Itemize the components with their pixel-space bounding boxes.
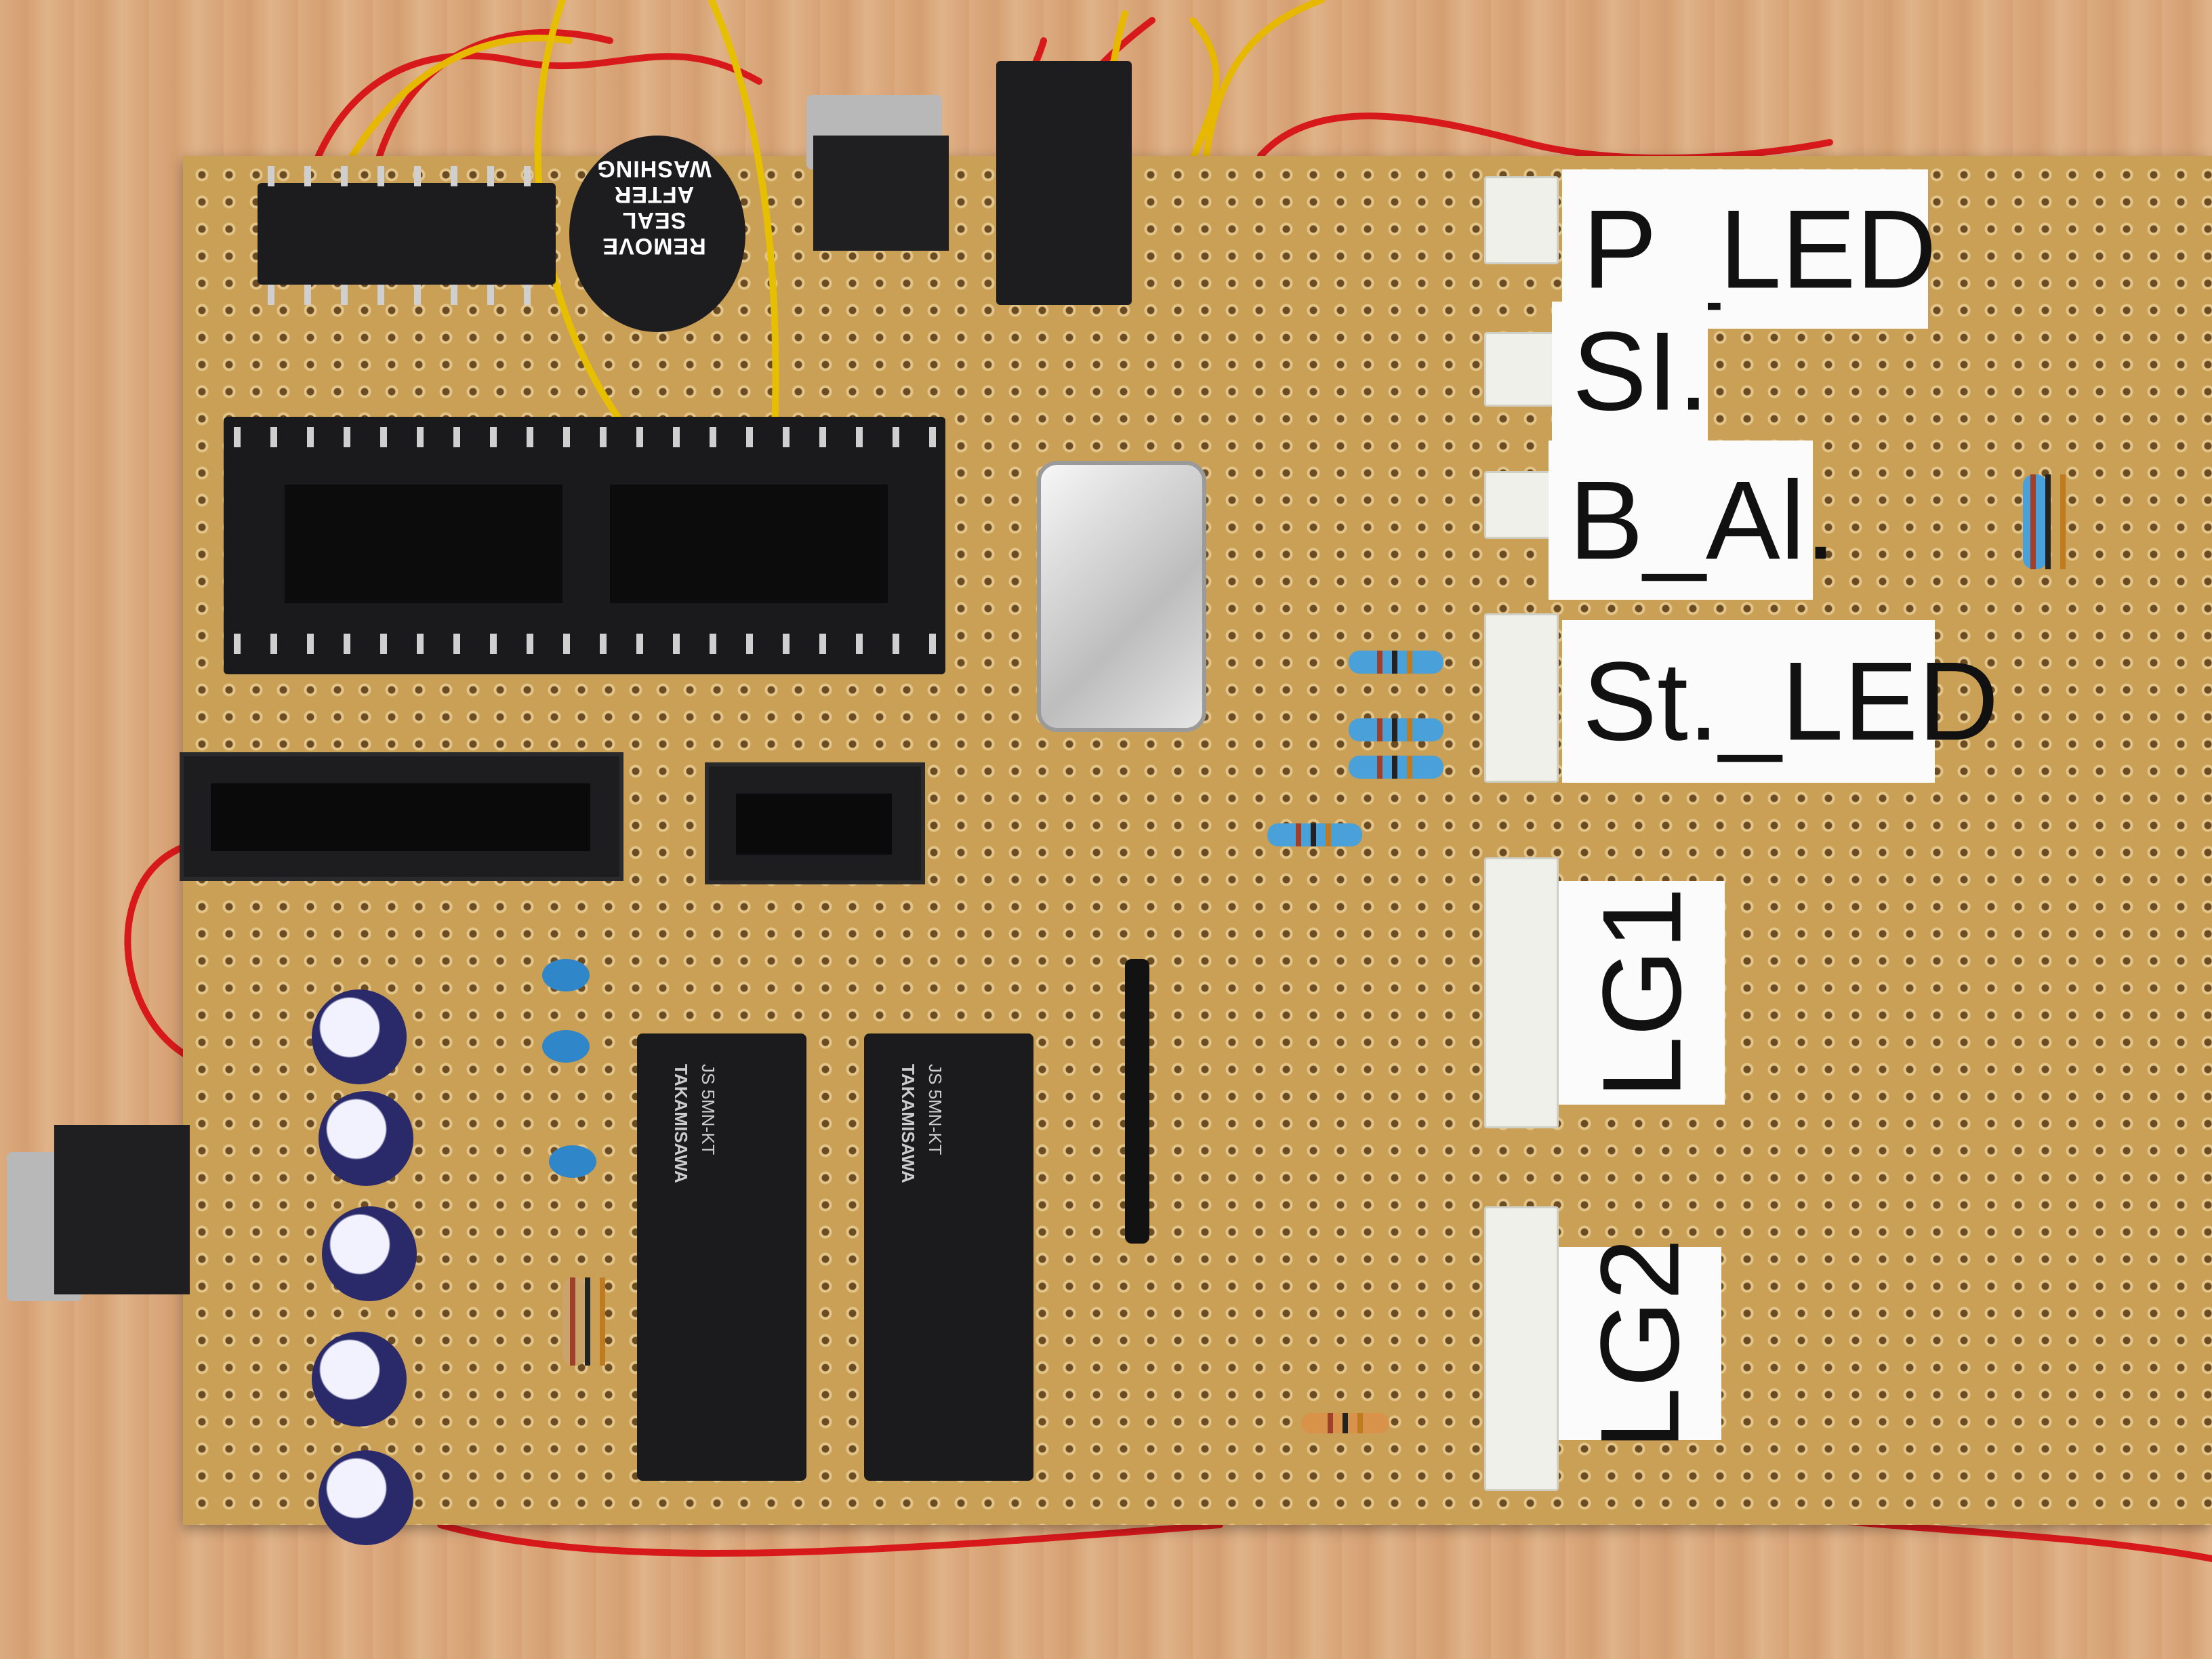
dip40-socket — [224, 417, 945, 674]
yellow-wire — [349, 35, 573, 159]
label-b-al: B_Al. — [1549, 441, 1836, 600]
label-text: St._LED — [1582, 638, 1999, 764]
red-wire — [315, 52, 762, 159]
electrolytic-capacitor — [319, 1450, 413, 1545]
label-text: SI. — [1572, 308, 1709, 433]
resistor — [2023, 474, 2047, 569]
relay — [637, 1033, 806, 1481]
electrolytic-capacitor — [319, 1091, 413, 1186]
label-st-led: St._LED — [1562, 620, 1999, 783]
jst-connector — [1484, 1206, 1559, 1491]
resistor — [1349, 651, 1443, 674]
label-text: LG2 — [1577, 1237, 1702, 1450]
crystal-oscillator — [1037, 461, 1206, 732]
jst-connector — [1484, 471, 1559, 539]
resistor — [1349, 718, 1443, 741]
ceramic-capacitor — [542, 1030, 590, 1063]
red-wire — [124, 844, 193, 1061]
label-lg2: LG2 — [1559, 1238, 1721, 1449]
relay-brand: TAKAMISAWA — [671, 1064, 691, 1183]
dip-ic-chip — [258, 183, 556, 285]
resistor — [562, 1277, 587, 1366]
socket-opening — [610, 485, 888, 603]
red-wire — [1257, 112, 1833, 162]
label-text: B_Al. — [1569, 457, 1837, 582]
buzzer-seal-text: REMOVE SEAL AFTER WASHING — [596, 156, 712, 259]
ceramic-capacitor — [542, 959, 590, 991]
jst-connector — [1484, 332, 1559, 407]
voltage-regulator — [813, 136, 949, 251]
jst-connector — [1484, 176, 1559, 264]
ic-pins — [268, 285, 552, 305]
resistor — [1267, 823, 1362, 846]
relay — [864, 1033, 1033, 1481]
label-text: P_LED — [1582, 186, 1937, 311]
relay-model: JS 5MN-KT — [925, 1064, 945, 1155]
resistor — [1349, 756, 1443, 779]
header-slot — [211, 783, 590, 851]
relay-model: JS 5MN-KT — [698, 1064, 718, 1155]
resistor — [1301, 1413, 1389, 1433]
electrolytic-capacitor — [312, 1332, 407, 1427]
electrolytic-capacitor — [322, 1206, 417, 1301]
voltage-regulator — [54, 1125, 190, 1294]
label-si: SI. — [1552, 302, 1709, 441]
header-slot — [736, 794, 892, 855]
socket-pins — [234, 634, 939, 654]
yellow-wire — [1203, 0, 1325, 159]
socket-opening — [285, 485, 562, 603]
label-lg1: LG1 — [1559, 881, 1725, 1105]
ic-pins — [268, 166, 552, 186]
red-wire — [437, 1521, 1223, 1557]
box-header-16pin — [180, 752, 623, 881]
jst-connector — [1484, 613, 1559, 783]
relay-brand: TAKAMISAWA — [898, 1064, 918, 1183]
box-header-6pin — [705, 762, 925, 884]
pin-header-strip — [1125, 959, 1149, 1244]
label-text: LG1 — [1579, 887, 1704, 1099]
yellow-wire — [1189, 17, 1220, 163]
electrolytic-capacitor — [312, 989, 407, 1084]
socket-pins — [234, 427, 939, 447]
ceramic-capacitor — [549, 1145, 596, 1178]
piezo-buzzer: REMOVE SEAL AFTER WASHING — [569, 136, 745, 332]
jst-connector — [1484, 857, 1559, 1128]
screw-terminal-block — [996, 61, 1132, 305]
